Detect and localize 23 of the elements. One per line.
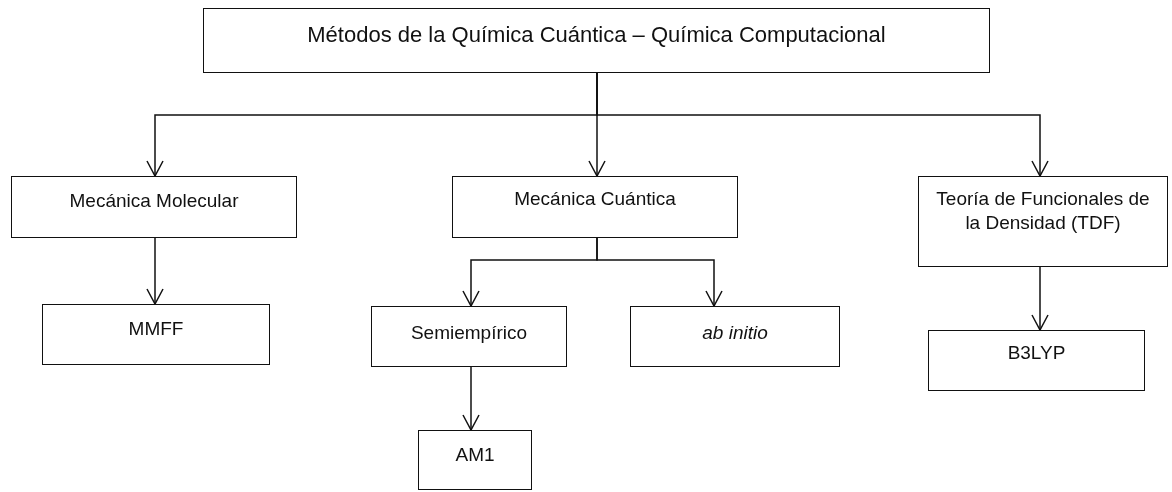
arrow: [596, 237, 723, 307]
method-box: [42, 304, 270, 365]
arrow: [596, 72, 1049, 177]
box-label: Métodos de la Química Cuántica – Química Computacional: [307, 21, 886, 49]
box-label: Mecánica Cuántica: [514, 187, 676, 211]
method-box: [630, 306, 840, 367]
arrow: [146, 237, 164, 305]
box-label: Teoría de Funcionales de la Densidad (TDF): [935, 187, 1151, 235]
method-box: [203, 8, 990, 73]
arrow: [1031, 266, 1049, 331]
box-label: B3LYP: [1007, 341, 1066, 365]
method-box: [928, 330, 1145, 391]
box-label: Mecánica Molecular: [69, 189, 239, 213]
method-box: [418, 430, 532, 490]
method-box: [918, 176, 1168, 267]
box-label: ab initio: [702, 321, 768, 345]
box-label: Semiempírico: [410, 321, 528, 345]
method-box: [452, 176, 738, 238]
method-box: [371, 306, 567, 367]
box-label: MMFF: [128, 317, 184, 341]
method-box: [11, 176, 297, 238]
arrow: [462, 366, 480, 431]
box-label: AM1: [455, 443, 495, 467]
